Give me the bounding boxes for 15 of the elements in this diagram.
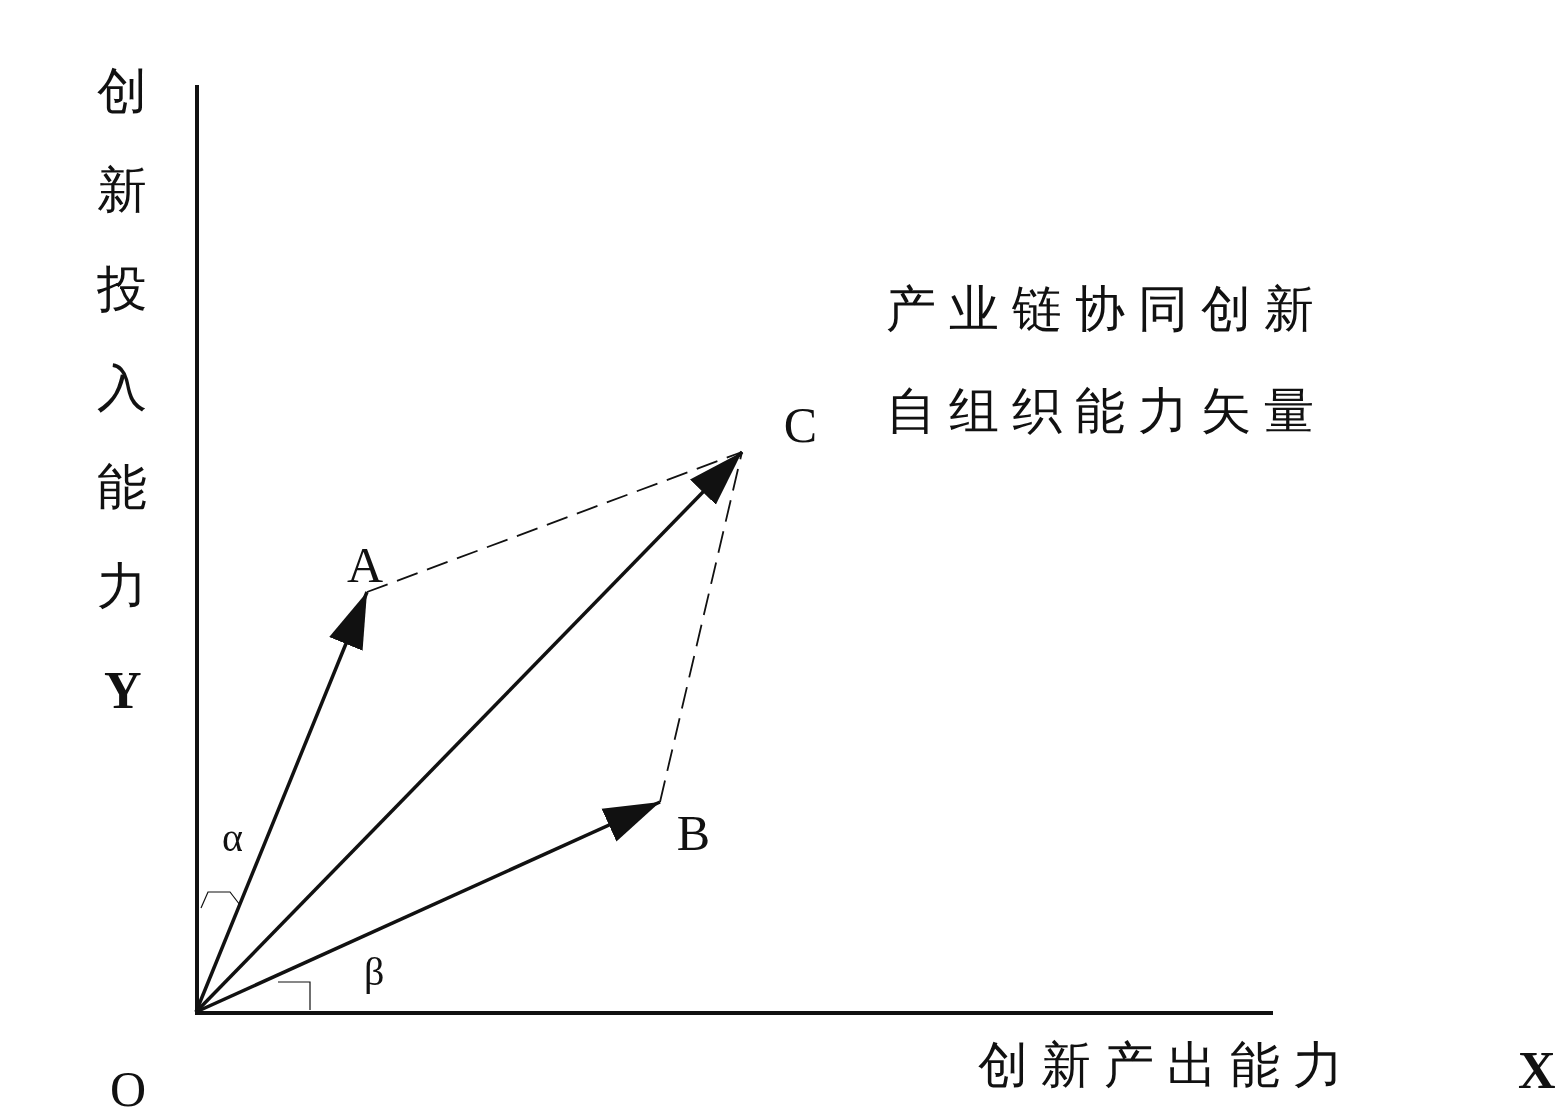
point-label: O (110, 1012, 197, 1114)
vector-arrow (194, 450, 744, 1014)
angle-label: β (364, 952, 385, 992)
dashed-line (659, 451, 743, 803)
axis-letter: X (1518, 1045, 1556, 1097)
axis-title: 创新投入能力 (97, 61, 148, 617)
point-label: B (660, 800, 710, 858)
axis-title: 创新产出能力 (978, 1040, 1356, 1090)
annotation-text: 产业链协同创新自组织能力矢量 (886, 279, 1328, 442)
axis-letter: Y (104, 665, 142, 717)
point-label: C (742, 400, 817, 452)
angle-label: α (222, 818, 243, 858)
vector-arrow (194, 591, 369, 1013)
dashed-line (366, 451, 743, 593)
point-label: A (340, 540, 390, 592)
